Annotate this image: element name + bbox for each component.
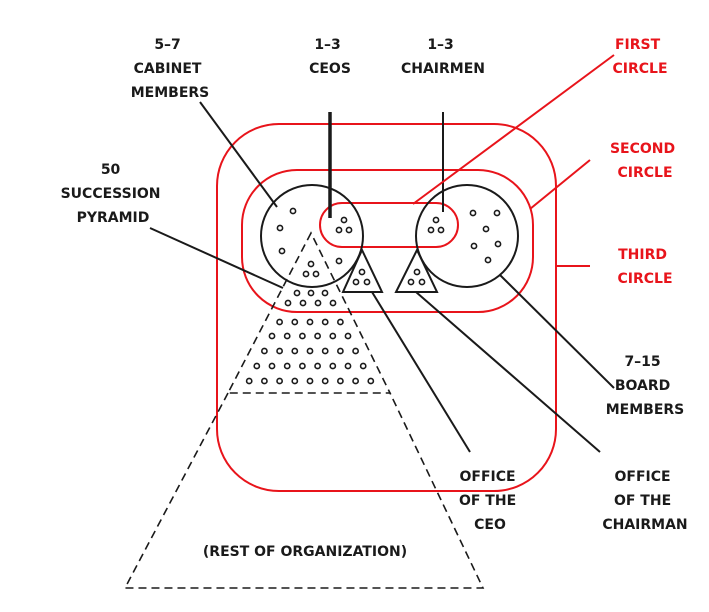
office-chairman-pointer	[415, 291, 601, 453]
cabinet-circle	[260, 184, 364, 288]
member-dot	[352, 377, 359, 385]
member-dot	[482, 225, 490, 233]
cabinet-label: 5–7 CABINET MEMBERS	[131, 37, 210, 101]
member-dot	[284, 299, 292, 307]
member-dot	[407, 278, 415, 286]
member-dot	[469, 209, 477, 217]
member-dot	[253, 362, 261, 370]
member-dot	[314, 332, 321, 340]
chairmen-label: 1–3 CHAIRMEN	[401, 37, 485, 77]
member-dot	[352, 278, 360, 286]
member-dot	[306, 318, 314, 326]
member-dot	[352, 347, 359, 355]
member-dot	[418, 278, 426, 286]
office-chairman-label: OFFICE OF THE CHAIRMAN	[602, 469, 687, 533]
member-dot	[289, 207, 297, 215]
member-dot	[291, 347, 299, 355]
member-dot	[283, 332, 291, 340]
rest-of-organization-pyramid	[123, 392, 485, 589]
ceos-label: 1–3 CEOS	[309, 37, 351, 77]
member-dot	[493, 209, 501, 217]
member-dot	[345, 226, 353, 234]
board-pointer	[499, 274, 615, 389]
cabinet-pointer	[199, 101, 278, 208]
first-circle-pointer	[412, 54, 615, 205]
member-dot	[321, 347, 329, 355]
member-dot	[329, 299, 337, 307]
member-dot	[335, 257, 343, 265]
member-dot	[245, 377, 253, 385]
member-dot	[260, 347, 268, 355]
board-circle	[415, 184, 519, 288]
member-dot	[283, 362, 291, 370]
member-dot	[340, 216, 348, 224]
member-dot	[413, 268, 421, 276]
member-dot	[276, 377, 283, 385]
third-circle-shape	[216, 123, 557, 492]
member-dot	[321, 318, 329, 326]
second-circle-label: SECOND CIRCLE	[610, 141, 680, 181]
member-dot	[293, 289, 301, 297]
member-dot	[314, 299, 322, 307]
member-dot	[432, 216, 440, 224]
member-dot	[336, 377, 344, 385]
member-dot	[336, 347, 344, 355]
member-dot	[321, 377, 329, 385]
member-dot	[344, 332, 352, 340]
member-dot	[278, 247, 286, 255]
member-dot	[329, 332, 337, 340]
member-dot	[299, 299, 307, 307]
member-dot	[268, 362, 276, 370]
first-circle-label: FIRST CIRCLE	[612, 37, 667, 77]
member-dot	[321, 289, 329, 297]
member-dot	[344, 362, 352, 370]
member-dot	[312, 270, 320, 278]
member-dot	[291, 377, 299, 385]
office-ceo-label: OFFICE OF THE CEO	[459, 469, 521, 533]
member-dot	[302, 270, 310, 278]
member-dot	[437, 226, 445, 234]
member-dot	[358, 268, 366, 276]
member-dot	[276, 224, 284, 232]
office-ceo-pointer	[371, 291, 471, 453]
member-dot	[484, 256, 492, 264]
member-dot	[268, 332, 276, 340]
member-dot	[291, 318, 299, 326]
member-dot	[260, 377, 268, 385]
member-dot	[306, 347, 314, 355]
second-circle-pointer	[529, 159, 591, 210]
member-dot	[359, 362, 367, 370]
board-label: 7–15 BOARD MEMBERS	[606, 354, 685, 418]
succession-pyramid	[226, 231, 392, 394]
member-dot	[494, 240, 502, 248]
member-dot	[470, 242, 478, 250]
member-dot	[363, 278, 371, 286]
member-dot	[276, 347, 283, 355]
member-dot	[427, 226, 435, 234]
third-circle-label: THIRD CIRCLE	[617, 247, 672, 287]
succession-pointer	[149, 227, 284, 289]
member-dots	[245, 207, 502, 385]
member-dot	[276, 318, 283, 326]
member-dot	[306, 377, 314, 385]
first-circle-shape	[319, 202, 459, 248]
rest-of-organization-label: (REST OF ORGANIZATION)	[203, 544, 407, 560]
member-dot	[298, 362, 306, 370]
member-dot	[307, 289, 315, 297]
member-dot	[336, 318, 344, 326]
member-dot	[367, 377, 375, 385]
member-dot	[335, 226, 343, 234]
member-dot	[307, 260, 315, 268]
second-circle-shape	[241, 169, 534, 313]
succession-label: 50 SUCCESSION PYRAMID	[61, 162, 166, 226]
member-dot	[298, 332, 306, 340]
member-dot	[314, 362, 321, 370]
member-dot	[329, 362, 337, 370]
